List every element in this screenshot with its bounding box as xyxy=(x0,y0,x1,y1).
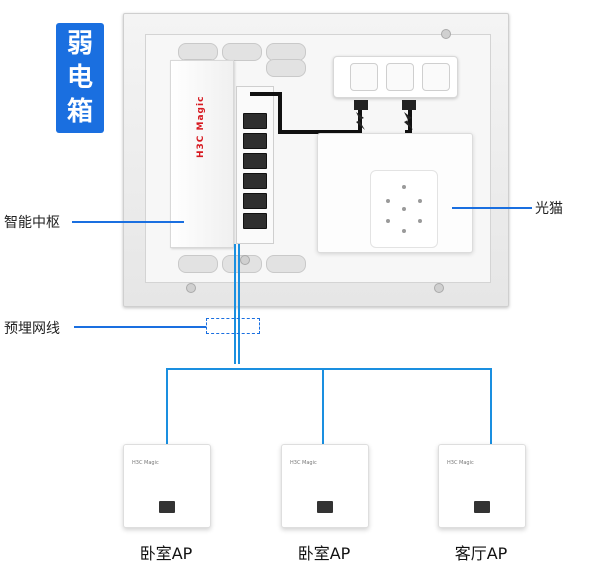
network-wire xyxy=(234,244,236,364)
ap-brand: H3C Magic xyxy=(447,460,474,466)
ethernet-port-icon xyxy=(159,501,175,513)
mount-slot xyxy=(178,255,218,273)
ethernet-port-icon xyxy=(243,213,267,229)
plug-icon xyxy=(354,100,368,130)
network-wire xyxy=(166,368,492,370)
ap-label: 客厅AP xyxy=(454,544,508,563)
ethernet-port-icon xyxy=(243,193,267,209)
hub-brand-logo: H3C Magic xyxy=(196,95,206,158)
screw-icon xyxy=(186,283,196,293)
title-char: 箱 xyxy=(66,97,93,127)
power-socket-icon xyxy=(350,63,378,91)
ethernet-port-icon xyxy=(243,173,267,189)
ap-label: 卧室AP xyxy=(297,544,351,563)
ethernet-port-icon xyxy=(243,113,267,129)
access-point: H3C Magic xyxy=(438,444,526,528)
ap-brand: H3C Magic xyxy=(290,460,317,466)
onu-leader-line xyxy=(452,207,532,209)
ethernet-port-icon xyxy=(243,133,267,149)
title-char: 电 xyxy=(66,63,93,93)
access-point: H3C Magic xyxy=(123,444,211,528)
screw-icon xyxy=(441,29,451,39)
network-wire xyxy=(322,368,324,444)
mount-slot xyxy=(266,255,306,273)
ethernet-port-icon xyxy=(243,153,267,169)
mount-slot xyxy=(266,59,306,77)
ap-brand: H3C Magic xyxy=(132,460,159,466)
hub-label: 智能中枢 xyxy=(4,215,60,231)
network-wire xyxy=(238,244,240,364)
network-switch xyxy=(236,86,274,244)
cable-label: 预埋网线 xyxy=(4,321,60,337)
network-wire xyxy=(166,368,168,444)
weak-current-box-title: 弱 电 箱 xyxy=(56,23,104,133)
power-socket-icon xyxy=(422,63,450,91)
cable-leader-line xyxy=(74,326,206,328)
power-strip xyxy=(333,56,458,98)
screw-icon xyxy=(240,255,250,265)
ap-label: 卧室AP xyxy=(139,544,193,563)
title-char: 弱 xyxy=(66,29,93,59)
network-wire xyxy=(490,368,492,444)
embedded-cable-marker xyxy=(206,318,260,334)
hub-leader-line xyxy=(72,221,184,223)
mount-slot xyxy=(222,43,262,61)
ethernet-port-icon xyxy=(317,501,333,513)
onu-label: 光猫 xyxy=(535,201,563,217)
screw-icon xyxy=(434,283,444,293)
plug-icon xyxy=(402,100,416,130)
power-socket-icon xyxy=(386,63,414,91)
smart-hub-router xyxy=(170,60,234,248)
access-point: H3C Magic xyxy=(281,444,369,528)
optical-modem-face xyxy=(370,170,438,248)
ethernet-port-icon xyxy=(474,501,490,513)
